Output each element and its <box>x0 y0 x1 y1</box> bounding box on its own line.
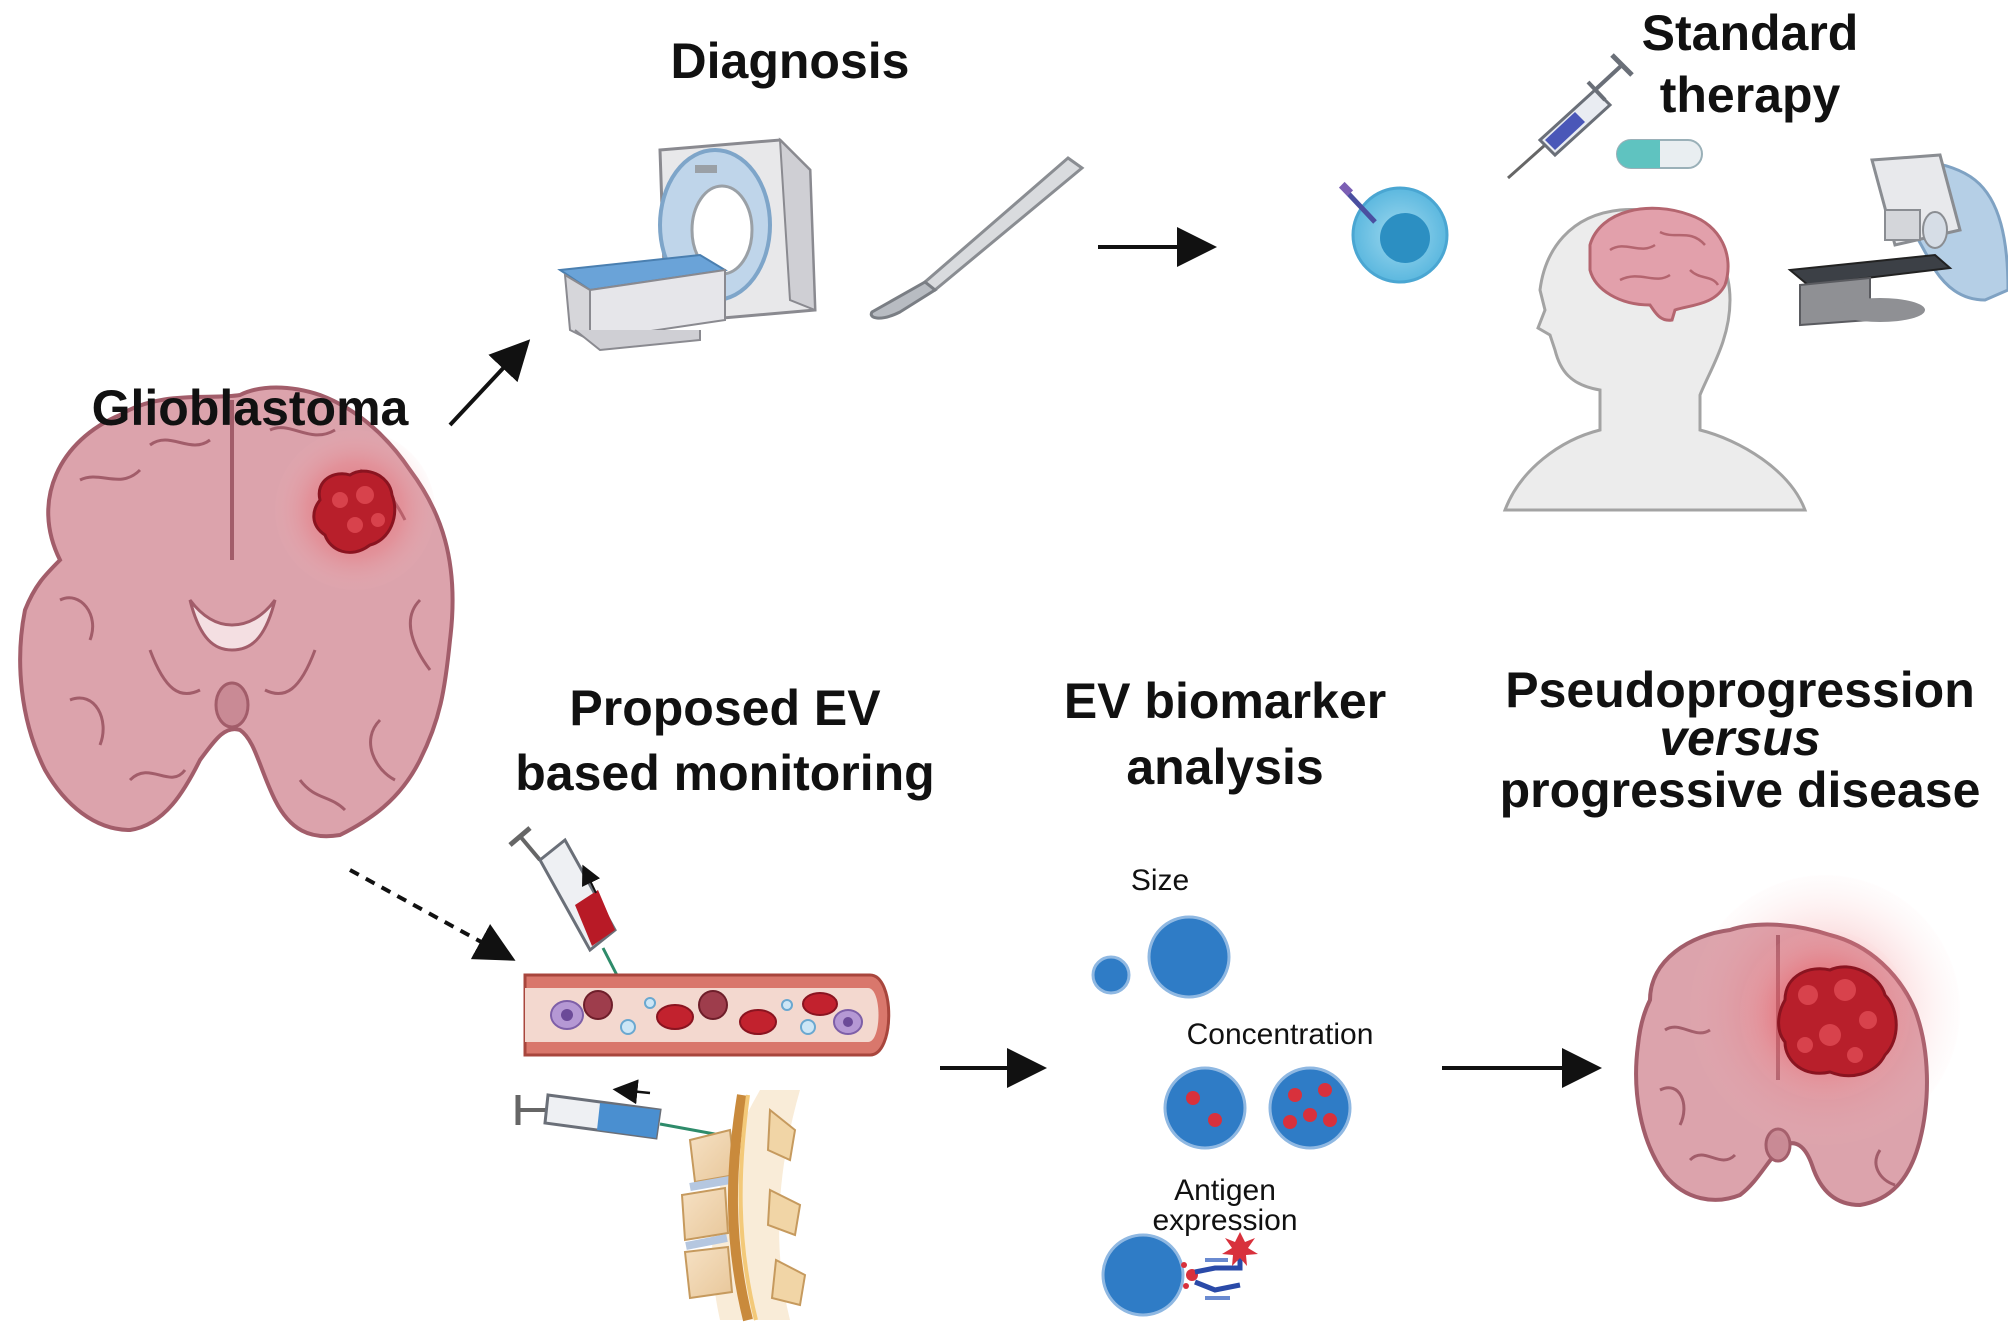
syringe-icon <box>1507 53 1634 180</box>
standard-therapy-label-line1: Standard <box>1641 5 1859 61</box>
radiotherapy-machine-icon <box>1787 153 2008 327</box>
outcome-label-line1: Pseudoprogression <box>1505 662 1975 718</box>
mri-scanner-icon <box>557 137 817 352</box>
ev-concentration-icon <box>1163 1066 1352 1150</box>
scalpel-icon <box>869 156 1085 320</box>
patient-head-icon <box>1502 206 1808 512</box>
ev-size-icon <box>1091 915 1231 999</box>
ev-biomarker-label-line2: analysis <box>1126 739 1324 795</box>
outcome-label-line2: versus <box>1659 710 1821 766</box>
spine-icon <box>680 1090 807 1322</box>
blood-vessel-icon <box>523 973 891 1057</box>
dashed-arrow-to-ev <box>349 868 516 961</box>
glioblastoma-label: Glioblastoma <box>91 380 409 436</box>
antigen-label-line1: Antigen <box>1174 1174 1276 1207</box>
ev-antigen-icon <box>1101 1232 1258 1317</box>
standard-therapy-label-line2: therapy <box>1659 67 1841 123</box>
arrow-to-diagnosis <box>448 339 531 427</box>
capsule-icon <box>1616 139 1703 169</box>
ev-monitoring-label-line2: based monitoring <box>515 745 935 801</box>
diagnosis-label: Diagnosis <box>670 33 910 89</box>
concentration-label: Concentration <box>1186 1018 1374 1051</box>
ev-biomarker-label-line1: EV biomarker <box>1063 673 1387 729</box>
blood-syringe-icon <box>508 826 624 986</box>
cell-biopsy-icon <box>1338 181 1449 284</box>
size-label: Size <box>1130 864 1190 897</box>
antigen-label-line2: expression <box>1152 1204 1298 1237</box>
brain-tumor-large-icon <box>1634 875 1960 1208</box>
lumbar-puncture-icon <box>515 1079 721 1140</box>
ev-monitoring-label-line1: Proposed EV <box>569 680 881 736</box>
brain-tumor-icon <box>18 385 455 839</box>
outcome-label-line3: progressive disease <box>1499 762 1981 818</box>
